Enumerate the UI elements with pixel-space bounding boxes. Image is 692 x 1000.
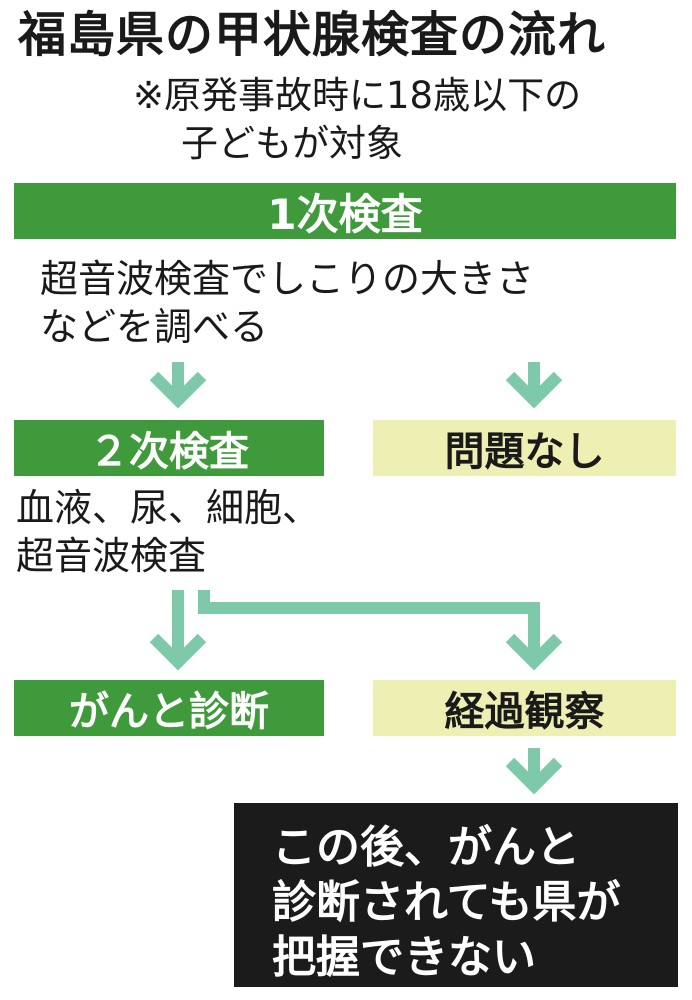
- diagram-title: 福島県の甲状腺検査の流れ: [18, 7, 607, 63]
- cancer-diagnosis-label: がんと診断: [69, 689, 269, 735]
- first-exam-description: 超音波検査でしこりの大きさ などを調べる: [40, 255, 680, 351]
- observation-box: 経過観察: [373, 680, 676, 736]
- target-note: ※原発事故時に18歳以下の 子どもが対象: [133, 72, 673, 168]
- first-exam-box: 1次検査: [14, 183, 676, 239]
- final-note-line-3: 把握できない: [272, 932, 536, 983]
- final-note-line-1: この後、がんと: [272, 822, 580, 873]
- arrow-to-final-note: [505, 748, 563, 795]
- arrow-to-no-problem: [505, 362, 563, 409]
- final-note-box: [234, 803, 678, 987]
- cancer-diagnosis-box: がんと診断: [14, 680, 324, 736]
- arrow-to-second-exam: [149, 362, 207, 409]
- note-line-1: ※原発事故時に18歳以下の: [133, 74, 582, 117]
- observation-label: 経過観察: [444, 689, 605, 735]
- second-exam-box: ２次検査: [14, 420, 324, 476]
- no-problem-box: 問題なし: [373, 420, 676, 476]
- note-line-2: 子どもが対象: [181, 122, 403, 165]
- final-note-text: この後、がんと 診断されても県が 把握できない: [272, 820, 620, 985]
- first-exam-desc-line-1: 超音波検査でしこりの大きさ: [40, 257, 535, 301]
- arrow-to-cancer-diagnosis: [149, 590, 207, 671]
- second-exam-label: ２次検査: [89, 429, 249, 475]
- final-note-line-2: 診断されても県が: [272, 877, 621, 928]
- arrow-to-observation: [198, 590, 563, 671]
- second-exam-description: 血液、尿、細胞、 超音波検査: [16, 484, 346, 580]
- first-exam-desc-line-2: などを調べる: [40, 305, 269, 349]
- first-exam-label: 1次検査: [267, 189, 423, 239]
- second-exam-desc-line-1: 血液、尿、細胞、: [16, 486, 321, 530]
- no-problem-label: 問題なし: [444, 429, 605, 475]
- second-exam-desc-line-2: 超音波検査: [16, 534, 207, 578]
